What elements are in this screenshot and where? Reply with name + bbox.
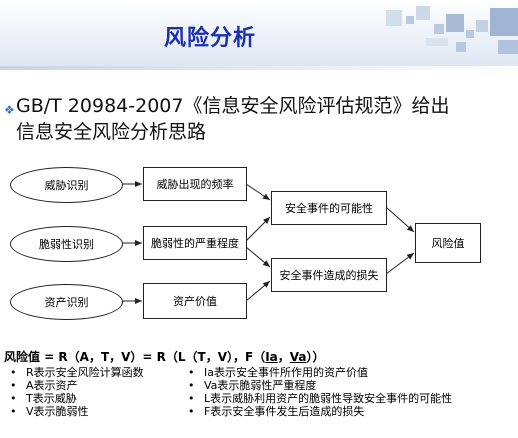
formula-body: = R（A，T，V）= R（L（T，V），F（ — [40, 350, 266, 364]
slide-title: 风险分析 — [163, 26, 256, 51]
list-item: •Va表示脆弱性严重程度 — [188, 379, 317, 392]
list-item: •T表示威胁 — [10, 392, 77, 405]
formula-comma: ， — [277, 350, 290, 364]
diamond-bullet-icon: ❖ — [4, 103, 15, 117]
headline-line-2: 信息安全风险分析思路 — [16, 121, 207, 143]
header-underline — [0, 66, 518, 70]
risk-analysis-diagram: 威胁识别 脆弱性识别 资产识别 威胁出现的频率 脆弱性的严重程度 资产价值 安全… — [0, 155, 518, 345]
asset-identification-node: 资产识别 — [10, 284, 123, 320]
vulnerability-severity-box: 脆弱性的严重程度 — [143, 226, 247, 260]
list-item: •Ia表示安全事件所作用的资产价值 — [188, 366, 368, 379]
arrow-freq-to-likelihood — [245, 183, 271, 201]
event-loss-box: 安全事件造成的损失 — [271, 258, 387, 292]
event-likelihood-box: 安全事件的可能性 — [271, 191, 387, 225]
threat-identification-node: 威胁识别 — [10, 167, 123, 203]
diagram-arrows — [122, 181, 415, 304]
list-item: •L表示威胁利用资产的脆弱性导致安全事件的可能性 — [188, 392, 453, 405]
definition-list-right: •Ia表示安全事件所作用的资产价值 •Va表示脆弱性严重程度 •L表示威胁利用资… — [186, 366, 452, 418]
risk-formula: 风险值 = R（A，T，V）= R（L（T，V），F（Ia，Va）） — [4, 348, 325, 365]
formula-va: Va — [289, 350, 307, 364]
formula-end: ）） — [306, 350, 325, 364]
list-item: •R表示安全风险计算函数 — [10, 366, 144, 379]
arrow-value-to-loss — [245, 280, 271, 302]
arrow-loss-to-risk — [385, 252, 415, 275]
arrow-severity-to-likelihood — [245, 216, 271, 242]
slide-header: 风险分析 — [0, 0, 518, 66]
arrow-likelihood-to-risk — [385, 206, 415, 233]
asset-value-box: 资产价值 — [143, 283, 247, 319]
list-item: •A表示资产 — [10, 379, 78, 392]
list-item: •V表示脆弱性 — [10, 405, 89, 418]
header-decoration — [386, 6, 518, 64]
vulnerability-identification-node: 脆弱性识别 — [10, 226, 123, 262]
formula-ia: Ia — [265, 350, 278, 364]
list-item: •F表示安全事件发生后造成的损失 — [188, 405, 365, 418]
headline-line-1: GB/T 20984-2007《信息安全风险评估规范》给出 — [16, 95, 450, 117]
arrow-severity-to-loss — [245, 246, 271, 268]
formula-lead: 风险值 — [4, 350, 41, 364]
definition-list-left: •R表示安全风险计算函数 •A表示资产 •T表示威胁 •V表示脆弱性 — [8, 366, 144, 418]
threat-frequency-box: 威胁出现的频率 — [143, 167, 247, 201]
risk-value-box: 风险值 — [415, 223, 481, 263]
